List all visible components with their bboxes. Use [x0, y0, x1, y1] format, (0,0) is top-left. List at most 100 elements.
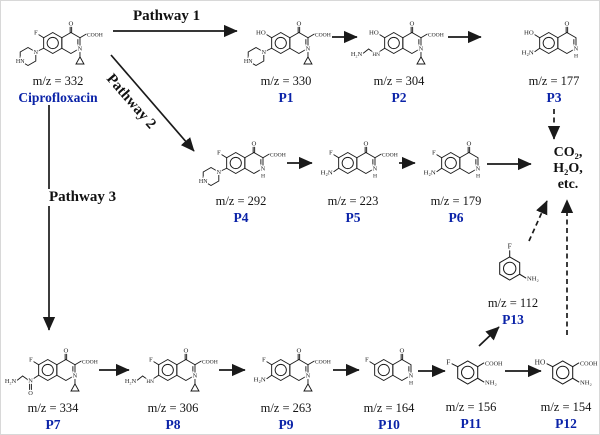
- compound-label: P2: [391, 90, 407, 105]
- arrow-p13-mineralization-dashed: [528, 200, 548, 242]
- svg-text:F: F: [262, 356, 266, 363]
- svg-text:H₂N: H₂N: [125, 378, 137, 385]
- svg-text:COOH: COOH: [485, 360, 503, 367]
- mineralization-line: CO₂,: [553, 145, 583, 160]
- chemical-structure: F COOH NH₂: [438, 341, 504, 399]
- structure-svg: O COOH N HO N HN: [243, 20, 331, 67]
- mineralization-line: etc.: [557, 177, 579, 192]
- svg-text:N: N: [261, 166, 266, 173]
- svg-text:HN: HN: [199, 179, 208, 185]
- svg-text:N: N: [28, 377, 33, 384]
- mz-value: m/z = 334: [27, 401, 79, 415]
- compound-label: P1: [278, 90, 294, 105]
- compound-label: P6: [448, 210, 464, 225]
- svg-text:F: F: [432, 149, 436, 156]
- svg-text:F: F: [29, 356, 33, 363]
- svg-text:COOH: COOH: [202, 359, 218, 365]
- svg-text:N: N: [419, 46, 424, 53]
- chemical-structure: O COOH N HO N HN: [234, 7, 338, 73]
- svg-text:H: H: [476, 174, 480, 180]
- svg-text:N: N: [306, 46, 311, 53]
- svg-text:N: N: [574, 46, 579, 53]
- svg-text:HN: HN: [244, 59, 253, 65]
- svg-text:O: O: [466, 140, 471, 147]
- svg-text:HN: HN: [16, 59, 25, 65]
- svg-text:O: O: [564, 20, 569, 27]
- svg-text:F: F: [365, 356, 369, 363]
- mz-value: m/z = 154: [540, 400, 592, 414]
- mz-value: m/z = 223: [327, 194, 379, 208]
- svg-text:O: O: [399, 347, 404, 354]
- svg-text:O: O: [296, 20, 301, 27]
- svg-text:COOH: COOH: [315, 359, 331, 365]
- svg-text:H: H: [261, 174, 265, 180]
- svg-text:O: O: [251, 140, 256, 147]
- svg-text:N: N: [476, 166, 481, 173]
- svg-text:HO: HO: [256, 29, 266, 36]
- mz-value: m/z = 164: [363, 401, 415, 415]
- compound-p1: O COOH N HO N HN m/z = 330 P1: [234, 7, 338, 106]
- mineralization-line: H₂O,: [553, 161, 583, 176]
- compound-label: P12: [555, 416, 577, 431]
- compound-label: P11: [460, 416, 482, 431]
- svg-text:COOH: COOH: [82, 359, 98, 365]
- svg-text:F: F: [329, 149, 333, 156]
- svg-text:NH₂: NH₂: [527, 275, 539, 282]
- svg-text:H: H: [373, 174, 377, 180]
- svg-text:O: O: [68, 20, 73, 27]
- structure-svg: F COOH NH₂: [446, 358, 503, 387]
- svg-text:N: N: [217, 170, 222, 176]
- mz-value: m/z = 156: [445, 400, 497, 414]
- mz-value: m/z = 306: [147, 401, 199, 415]
- svg-text:COOH: COOH: [87, 32, 103, 38]
- svg-text:H₂N: H₂N: [351, 51, 363, 58]
- svg-text:COOH: COOH: [315, 32, 331, 38]
- svg-text:N: N: [373, 166, 378, 173]
- svg-text:HO: HO: [369, 29, 379, 36]
- svg-text:F: F: [149, 356, 153, 363]
- svg-text:H₂N: H₂N: [5, 378, 17, 385]
- compound-label: P5: [345, 210, 361, 225]
- svg-text:COOH: COOH: [580, 360, 598, 367]
- svg-text:HN: HN: [372, 52, 380, 58]
- pathway-1-label: Pathway 1: [133, 8, 201, 24]
- mz-value: m/z = 330: [260, 74, 312, 88]
- compound-label: P13: [502, 312, 524, 327]
- svg-text:F: F: [217, 149, 221, 156]
- svg-text:H: H: [574, 54, 578, 60]
- svg-text:N: N: [78, 46, 83, 53]
- svg-text:COOH: COOH: [270, 152, 286, 158]
- svg-text:N: N: [193, 373, 198, 380]
- svg-text:N: N: [262, 50, 267, 56]
- svg-text:F: F: [446, 358, 450, 367]
- compound-label: P8: [165, 417, 181, 432]
- svg-text:NH₂: NH₂: [485, 379, 497, 386]
- svg-text:N: N: [409, 373, 414, 380]
